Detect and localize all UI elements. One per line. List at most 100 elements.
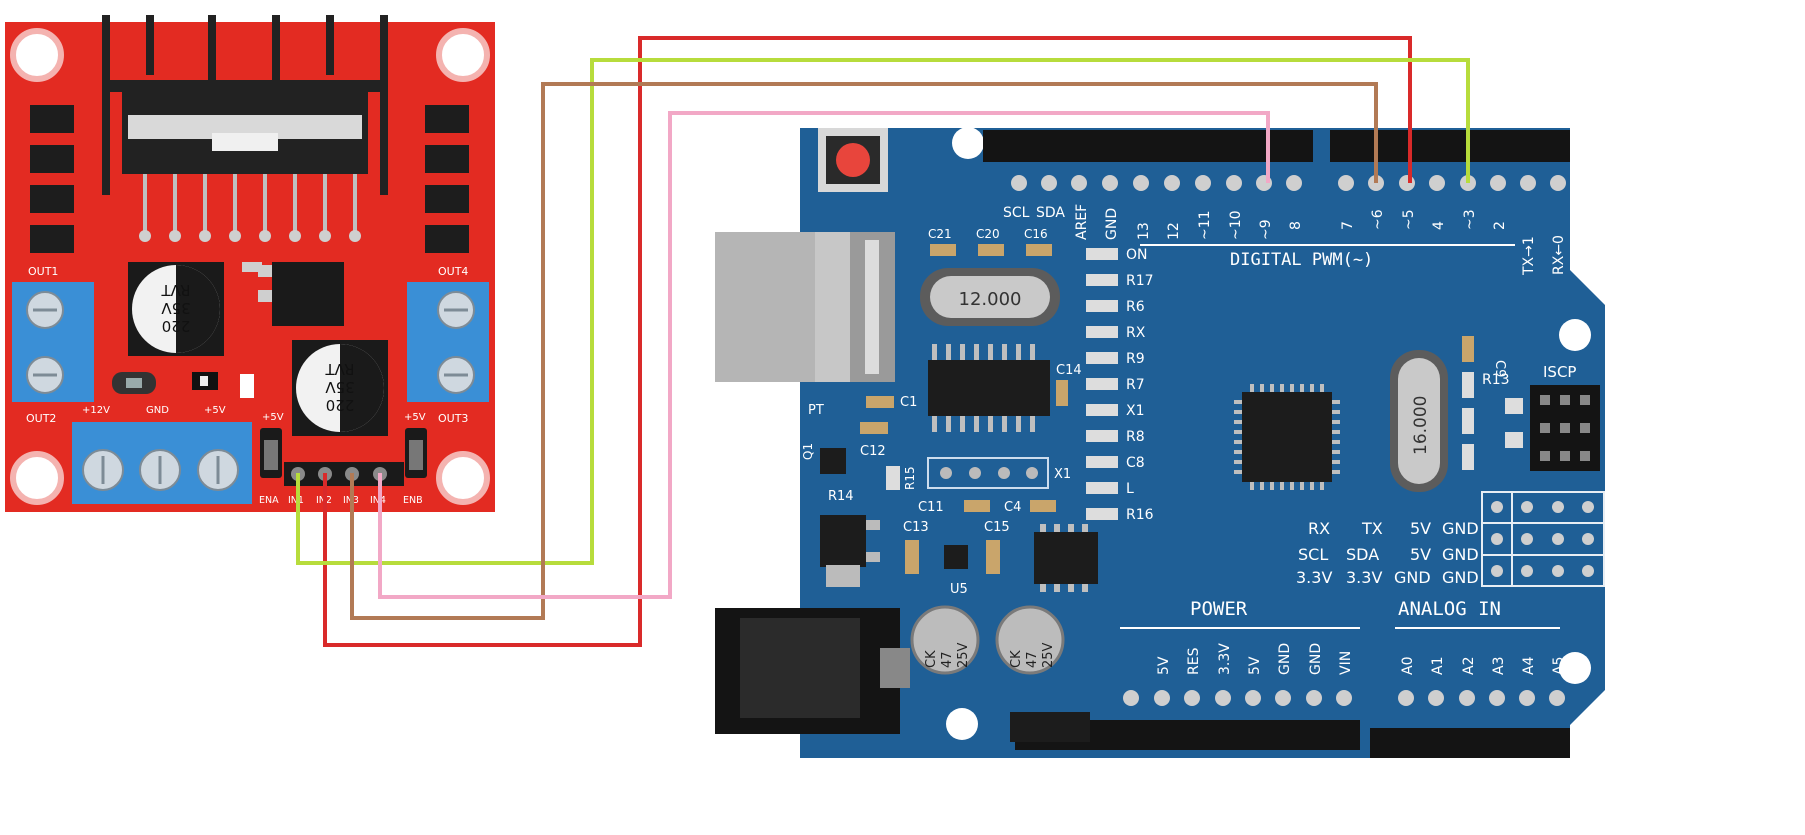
cap-left-line1: 220: [162, 317, 191, 335]
arduino-uno-board: SCL SDA AREF GND 13 12 ~11 ~10 ~9 8 7 ~6…: [715, 127, 1605, 758]
out2-label: OUT2: [26, 412, 56, 425]
wire-red-in2-pin5: [323, 36, 1412, 647]
digital-pin-labels: SCL SDA AREF GND 13 12 ~11 ~10 ~9 8 7 ~6…: [1003, 204, 1567, 276]
jumper-5v-right-label: +5V: [404, 412, 426, 423]
elcap-left-l3: 25V: [956, 642, 971, 668]
crystal-16mhz: 16.000: [1390, 350, 1448, 492]
label-r14: R14: [828, 489, 854, 504]
pin-label-3: ~3: [1462, 209, 1478, 230]
an-label-a1: A1: [1430, 657, 1446, 675]
terminal-block-out1-out2: [12, 282, 94, 402]
reset-button: [818, 128, 888, 192]
pin-label-8: 8: [1288, 221, 1304, 230]
label-x1: X1: [1054, 467, 1071, 482]
label-r8: R8: [1126, 429, 1145, 445]
label-c12: C12: [860, 444, 886, 459]
cap-right-line1: 220: [326, 396, 355, 414]
digital-pwm-label: DIGITAL PWM(~): [1230, 250, 1373, 270]
pin-label-sda: SDA: [1036, 205, 1065, 221]
arduino-hole-1: [952, 127, 984, 159]
hdr-r0-c2: 5V: [1410, 519, 1431, 538]
small-ic-8pin: [1034, 524, 1098, 592]
an-label-a5: A5: [1551, 657, 1567, 675]
pin-label-7: 7: [1340, 221, 1356, 230]
pin-label-12: 12: [1166, 222, 1182, 240]
voltage-regulator: [242, 262, 344, 326]
extra-header-labels: RX TX 5V GND SCL SDA 5V GND 3.3V 3.3V GN…: [1296, 519, 1479, 587]
label-r13: R13: [1482, 372, 1510, 388]
in1-label: IN1: [288, 495, 304, 506]
label-l: L: [1126, 481, 1134, 497]
pin-label-6: ~6: [1370, 209, 1386, 230]
pwr-label-vin: VIN: [1338, 651, 1354, 675]
diodes-right: [425, 105, 469, 253]
top-smd-caps: C21 C20 C16: [928, 227, 1052, 256]
ldo-regulator: [820, 515, 880, 587]
pin-label-10: ~10: [1228, 210, 1244, 240]
led-resistor-labels: ON R17 R6 RX R9 R7 X1 R8 C8 L R16: [1126, 247, 1154, 523]
wire-pink-in4-pin9: [378, 111, 1270, 599]
pin-label-11: ~11: [1197, 210, 1213, 240]
cap-c15: [986, 540, 1000, 574]
hdr-r0-c3: GND: [1442, 519, 1479, 538]
diodes-left: [30, 105, 74, 253]
smd-r-2: [1505, 432, 1523, 448]
smd-part-pad: [200, 376, 208, 386]
plus5v-label: +5V: [204, 405, 226, 416]
label-q1: Q1: [801, 443, 815, 460]
out3-label: OUT3: [438, 412, 468, 425]
analog-in-label: ANALOG IN: [1398, 598, 1501, 620]
pin-label-2: 2: [1492, 221, 1508, 230]
in4-label: IN4: [370, 495, 386, 506]
transistor-q1: [820, 448, 846, 474]
led-resistor-column: [1086, 248, 1118, 520]
power-label: POWER: [1190, 598, 1248, 620]
label-c16: C16: [1024, 227, 1048, 241]
label-c14: C14: [1056, 363, 1082, 378]
crystal-16-label: 16.000: [1411, 396, 1431, 455]
elcap-right: CK 47 25V: [995, 605, 1065, 675]
an-label-a2: A2: [1461, 657, 1477, 675]
heatsink: [102, 15, 388, 195]
cap-c12: [860, 422, 888, 434]
jumper-cap-left: [126, 378, 142, 388]
elcap-right-l3: 25V: [1041, 642, 1056, 668]
cap-c21: [930, 244, 956, 256]
iscp-label: ISCP: [1543, 363, 1576, 381]
pwr-label-5v-a: 5V: [1156, 656, 1172, 675]
label-r7: R7: [1126, 377, 1145, 393]
wire-green-in1-pin3: [296, 58, 1470, 565]
pin-label-aref: AREF: [1074, 204, 1090, 240]
led-part: [240, 374, 254, 398]
pwr-label-res: RES: [1186, 647, 1202, 675]
hdr-r1-c3: GND: [1442, 545, 1479, 564]
digital-header-right: [1330, 130, 1570, 162]
pin-label-gnd: GND: [1104, 208, 1120, 240]
arduino-hole-3: [1559, 652, 1591, 684]
bottom-pin-pads: [1123, 690, 1565, 706]
usb-b-connector: [715, 232, 895, 382]
cap-left-line3: RVT: [161, 281, 191, 299]
elcap-left-l1: CK: [924, 650, 939, 668]
elcap-right-l1: CK: [1009, 650, 1024, 668]
pwr-label-5v-b: 5V: [1247, 656, 1263, 675]
resistor-2: [1462, 408, 1474, 434]
pin-label-5: ~5: [1401, 209, 1417, 230]
cap-c13: [905, 540, 919, 574]
an-label-a4: A4: [1521, 656, 1537, 675]
cap-left-line2: 35V: [161, 299, 191, 317]
arduino-hole-2: [1559, 319, 1591, 351]
elcap-left-l2: 47: [940, 651, 955, 668]
tx-label: TX→1: [1521, 236, 1537, 276]
pin-label-scl: SCL: [1003, 205, 1030, 221]
cap-c16: [1026, 244, 1052, 256]
cap-c9: [1462, 336, 1474, 362]
ena-label: ENA: [259, 495, 279, 506]
label-c11: C11: [918, 500, 944, 515]
pin-label-4: 4: [1431, 221, 1447, 230]
hdr-r2-c1: 3.3V: [1346, 568, 1382, 587]
digital-pin-pads: [1011, 175, 1566, 191]
mount-hole-br: [436, 451, 490, 505]
crystal-12-label: 12.000: [959, 289, 1022, 310]
